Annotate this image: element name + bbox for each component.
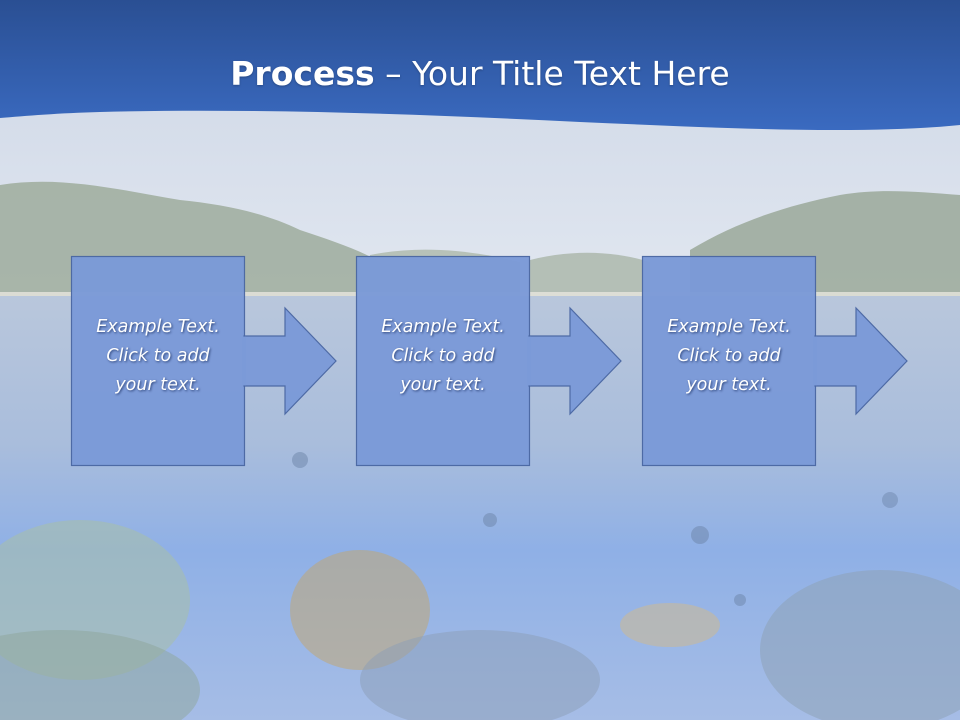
title-bold: Process: [230, 54, 375, 93]
step-2-shape: [355, 255, 622, 467]
slide-title[interactable]: Process – Your Title Text Here: [0, 50, 960, 98]
step-2-text: Example Text. Click to add your text.: [381, 317, 505, 395]
process-step-2[interactable]: Example Text. Click to add your text.: [355, 255, 622, 467]
step-1-text: Example Text. Click to add your text.: [96, 317, 220, 395]
process-step-3[interactable]: Example Text. Click to add your text.: [641, 255, 908, 467]
step-3-text: Example Text. Click to add your text.: [667, 317, 791, 395]
step-1-shape: [70, 255, 337, 467]
title-rest: – Your Title Text Here: [374, 54, 730, 93]
process-step-1[interactable]: Example Text. Click to add your text.: [70, 255, 337, 467]
step-3-shape: [641, 255, 908, 467]
